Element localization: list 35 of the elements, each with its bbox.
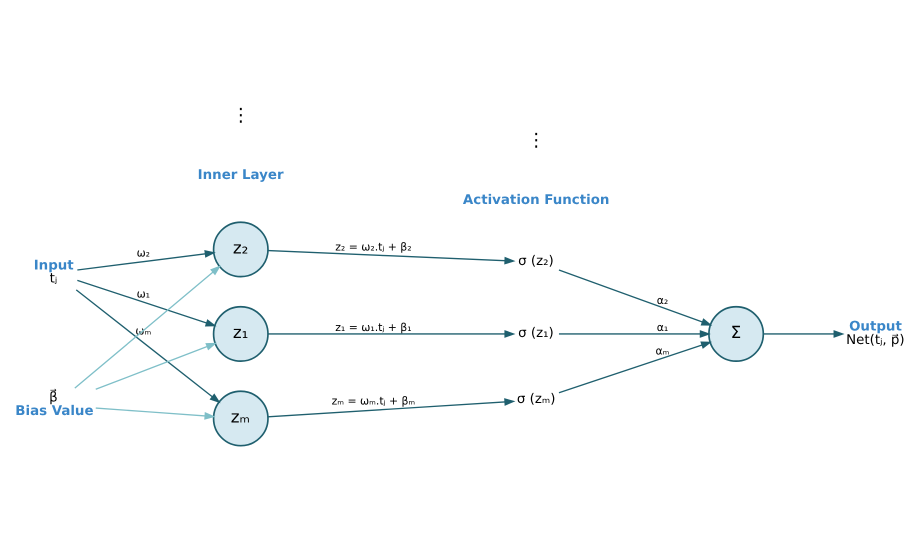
node-circle: Σ — [708, 305, 764, 362]
arrow — [96, 342, 218, 390]
arrow — [76, 288, 221, 403]
arrow — [96, 406, 216, 420]
arrow — [268, 330, 516, 338]
node-text: σ (z₂) — [518, 254, 554, 269]
label: ⋮ — [232, 104, 250, 126]
edge-label: ω₂ — [136, 246, 150, 259]
node-circle: z₂ — [212, 220, 269, 277]
arrow — [268, 249, 516, 264]
edge-label: α₁ — [656, 320, 668, 334]
edge-label: z₁ = ω₁.tⱼ + β₁ — [335, 320, 412, 334]
arrow — [77, 279, 217, 326]
node-text: σ (z₁) — [518, 326, 554, 341]
arrow — [558, 330, 711, 338]
node-text: Input tⱼ — [34, 258, 74, 286]
edge-label: α₂ — [656, 294, 668, 307]
label: Inner Layer — [198, 167, 284, 182]
label: ⋮ — [526, 130, 546, 151]
node-text: Output Net(tⱼ, p⃗) — [846, 318, 905, 348]
node-text: σ (zₘ) — [516, 392, 556, 407]
label: Activation Function — [462, 192, 610, 208]
arrow — [268, 398, 516, 417]
edge-label: ω₁ — [136, 286, 150, 300]
edge-label: αₘ — [656, 344, 670, 357]
arrow — [764, 330, 845, 338]
node-text: β⃗ Bias Value — [15, 390, 94, 418]
arrow — [77, 250, 216, 270]
arrow — [558, 341, 712, 393]
arrow — [74, 264, 222, 388]
arrow — [558, 268, 712, 326]
edge-label: zₘ = ωₘ.tⱼ + βₘ — [332, 394, 416, 408]
node-circle: zₘ — [212, 390, 269, 446]
node-circle: z₁ — [212, 305, 269, 362]
edge-label: z₂ = ω₂.tⱼ + β₂ — [335, 240, 412, 254]
